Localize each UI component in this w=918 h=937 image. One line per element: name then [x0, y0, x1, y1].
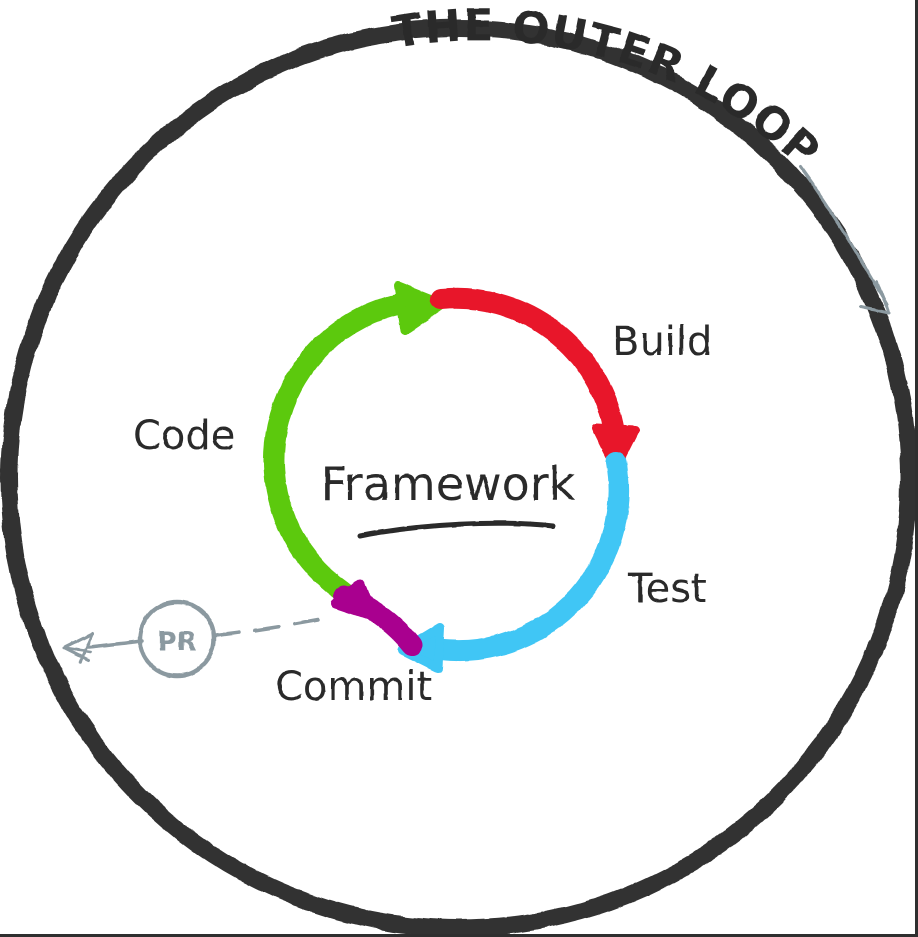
stage-arc-commit — [331, 579, 423, 656]
framework-label: Framework — [321, 457, 576, 511]
stage-label-test: Test — [627, 566, 707, 612]
stage-label-code: Code — [133, 413, 235, 459]
stage-label-code-text: Code — [133, 413, 235, 459]
stage-label-build-text: Build — [612, 319, 712, 365]
outer-loop-direction-arrow — [798, 165, 891, 315]
framework-underline — [357, 520, 556, 539]
pr-branch-connector — [86, 618, 320, 649]
pr-badge[interactable]: PR — [137, 599, 217, 679]
pr-badge-label: PR — [157, 627, 196, 657]
stage-label-commit-text: Commit — [275, 664, 432, 710]
framework-center-label: Framework — [321, 457, 576, 539]
pr-badge-circle — [137, 599, 217, 679]
stage-arc-code — [263, 281, 448, 603]
stage-label-test-text: Test — [627, 566, 707, 612]
outer-loop-ring — [0, 19, 915, 934]
stage-arc-build — [430, 287, 640, 473]
stage-label-commit: Commit — [275, 664, 432, 710]
pr-branch-arrowhead — [62, 632, 94, 664]
stage-label-build: Build — [612, 319, 712, 365]
